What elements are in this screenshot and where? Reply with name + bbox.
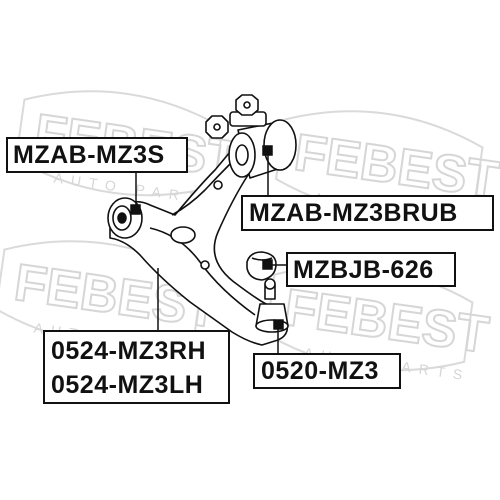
part-label-0520-mz3: 0520-MZ3 — [253, 353, 401, 389]
part-label-control-arm: 0524-MZ3RH 0524-MZ3LH — [43, 330, 230, 404]
part-label-mzab-mz3brub: MZAB-MZ3BRUB — [241, 195, 494, 231]
arm-bolt — [200, 260, 210, 270]
control-arm-drawing — [107, 94, 297, 346]
part-label-mzab-mz3s: MZAB-MZ3S — [6, 137, 188, 173]
part-label-0524-mz3lh: 0524-MZ3LH — [51, 371, 204, 399]
rear-bushing — [228, 111, 297, 179]
top-bolt-1 — [205, 115, 229, 139]
ball-joint-boot — [246, 251, 277, 281]
arm-rib — [149, 227, 256, 316]
front-bushing — [107, 197, 143, 239]
arm-tab — [213, 180, 223, 190]
part-label-0524-mz3rh: 0524-MZ3RH — [51, 337, 207, 365]
top-bolt-2 — [235, 94, 259, 116]
part-label-mzbjb-626: MZBJB-626 — [286, 252, 456, 287]
arm-rib-2 — [171, 161, 233, 216]
leader-lines — [130, 145, 286, 353]
arm-hole — [170, 226, 196, 244]
lower-arm-body — [109, 137, 289, 346]
